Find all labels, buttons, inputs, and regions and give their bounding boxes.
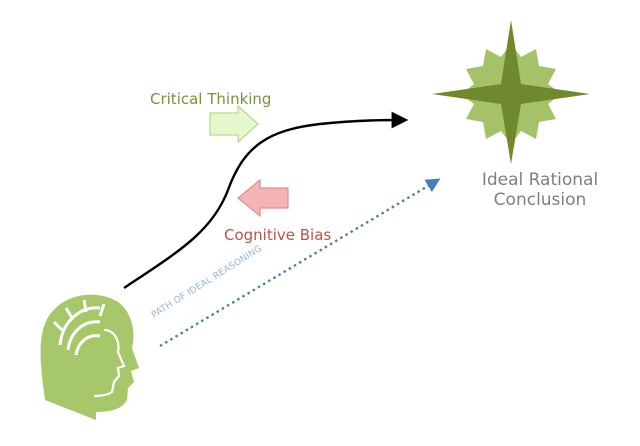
ideal-reasoning-path <box>159 178 441 348</box>
reasoning-path <box>123 111 409 289</box>
head-with-brain-icon <box>40 294 140 420</box>
conclusion-line-1: Ideal Rational <box>481 170 599 190</box>
conclusion-line-2: Conclusion <box>493 190 587 210</box>
ideal-conclusion-label: Ideal Rational Conclusion <box>470 170 610 210</box>
critical-thinking-arrow <box>209 104 259 144</box>
compass-star-icon <box>432 20 590 164</box>
cognitive-bias-label: Cognitive Bias <box>224 226 332 244</box>
cognitive-bias-arrow <box>237 178 289 218</box>
critical-thinking-label: Critical Thinking <box>150 90 272 108</box>
